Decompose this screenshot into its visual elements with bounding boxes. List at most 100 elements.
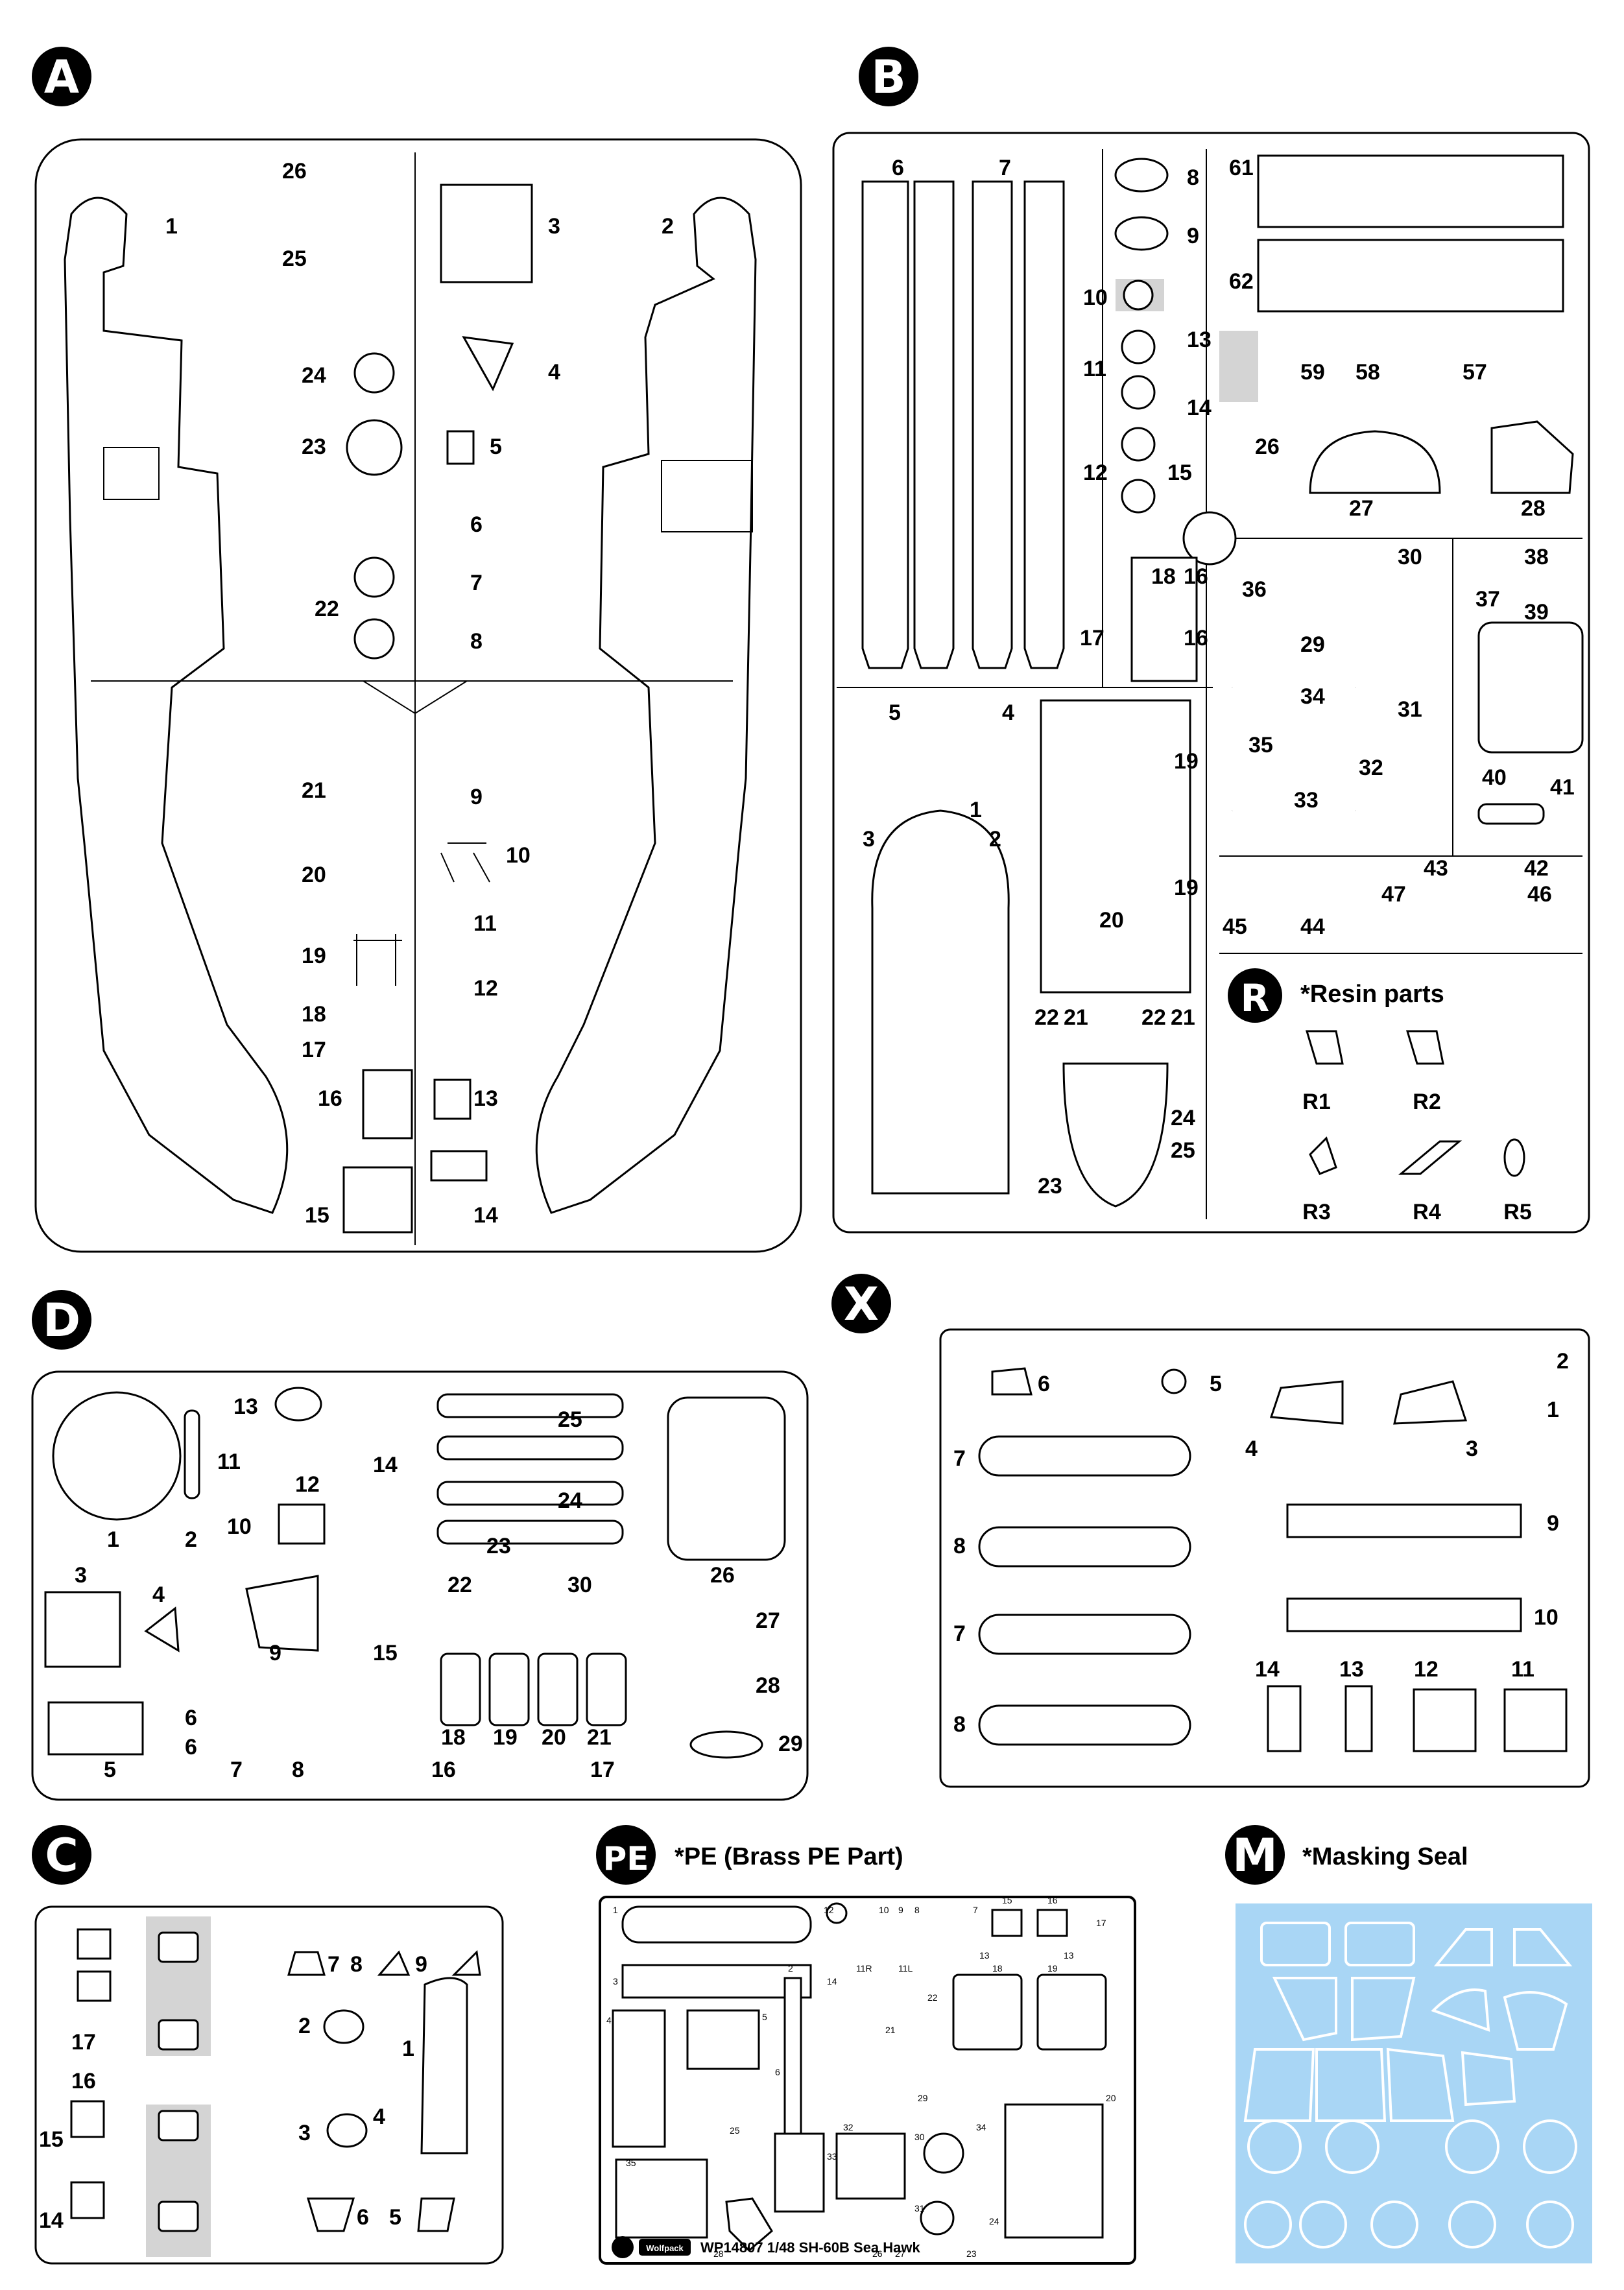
pe-label-24: 24 xyxy=(989,2216,999,2226)
label-c5: 5 xyxy=(389,2205,401,2230)
label-b16a: 16 xyxy=(1184,564,1208,589)
sprue-a-badge-letter: A xyxy=(44,51,79,104)
label-r1: R1 xyxy=(1302,1090,1330,1114)
part-c-box-a xyxy=(77,1928,112,1960)
part-a4 xyxy=(462,336,514,392)
part-b9 xyxy=(1114,216,1169,251)
label-b16b: 16 xyxy=(1184,626,1208,650)
label-c7: 7 xyxy=(328,1952,340,1977)
part-b7-blade xyxy=(972,180,1013,669)
label-b19a: 19 xyxy=(1174,749,1199,774)
label-b22a: 22 xyxy=(1034,1005,1059,1030)
label-a17: 17 xyxy=(302,1038,326,1062)
label-d22: 22 xyxy=(448,1573,472,1597)
pe-part-16 xyxy=(1036,1909,1068,1937)
label-b17: 17 xyxy=(1080,626,1105,650)
pe-label-4: 4 xyxy=(606,2015,612,2025)
pe-part-2 xyxy=(783,1977,802,2141)
mask-cell-2 xyxy=(1344,1922,1415,1966)
pe-part-35 xyxy=(615,2158,708,2239)
sprue-a-badge xyxy=(32,47,91,106)
part-a23 xyxy=(346,419,403,476)
label-c9: 9 xyxy=(415,1952,427,1977)
label-c6: 6 xyxy=(357,2205,369,2230)
label-b62: 62 xyxy=(1229,269,1254,294)
part-d26 xyxy=(667,1396,786,1561)
label-b12: 12 xyxy=(1083,460,1108,485)
label-b25: 25 xyxy=(1171,1138,1195,1163)
label-b26: 26 xyxy=(1255,435,1280,459)
label-c3: 3 xyxy=(298,2121,311,2145)
mask-wheel-1 xyxy=(1247,2119,1302,2174)
pe-part-32 xyxy=(835,2132,906,2200)
label-b47: 47 xyxy=(1381,882,1406,907)
resin-badge xyxy=(1228,968,1282,1023)
pe-label-15: 15 xyxy=(1002,1895,1012,1905)
pe-fret-logo-mark xyxy=(612,2236,634,2258)
part-x8-a xyxy=(978,1526,1191,1568)
part-b20 xyxy=(1040,699,1191,994)
pe-part-1 xyxy=(621,1905,812,1944)
label-a20: 20 xyxy=(302,863,326,887)
label-d20: 20 xyxy=(542,1725,566,1750)
label-b58: 58 xyxy=(1355,360,1380,385)
sprue-a-runner xyxy=(91,152,733,1245)
label-d9: 9 xyxy=(269,1641,281,1665)
part-r5 xyxy=(1503,1138,1525,1177)
part-a19 xyxy=(353,934,402,986)
part-a24 xyxy=(353,352,395,394)
label-c2: 2 xyxy=(298,2014,311,2038)
pe-label-8: 8 xyxy=(914,1905,920,1915)
label-b41: 41 xyxy=(1550,775,1575,800)
part-c15 xyxy=(70,2100,105,2138)
pe-label-26: 26 xyxy=(872,2248,883,2259)
mask-cell-1 xyxy=(1260,1922,1331,1966)
label-b14: 14 xyxy=(1187,396,1212,420)
label-b2: 2 xyxy=(989,827,1001,852)
part-a15 xyxy=(342,1166,413,1234)
mask-cell-6 xyxy=(1351,1977,1416,2042)
pe-label-1: 1 xyxy=(613,1905,618,1915)
label-b18: 18 xyxy=(1151,564,1176,589)
panel-window-right xyxy=(661,460,753,532)
label-a25: 25 xyxy=(282,246,307,271)
part-b61 xyxy=(1257,154,1564,228)
pe-label-20: 20 xyxy=(1106,2093,1116,2103)
label-b35: 35 xyxy=(1248,733,1273,757)
part-b7-blade-b xyxy=(1023,180,1065,669)
pe-label-27: 27 xyxy=(895,2248,905,2259)
pe-label-13a: 13 xyxy=(979,1950,990,1961)
label-a22: 22 xyxy=(315,597,339,621)
label-b6: 6 xyxy=(892,156,904,180)
label-a7: 7 xyxy=(470,571,483,595)
pe-label-7: 7 xyxy=(973,1905,978,1915)
masking-seal: M *Masking Seal xyxy=(1225,1825,1592,2263)
label-x7b: 7 xyxy=(953,1621,966,1646)
part-c6 xyxy=(306,2197,355,2232)
part-d24-b xyxy=(436,1520,624,1545)
pe-part-19 xyxy=(1036,1974,1107,2051)
part-a16 xyxy=(362,1069,413,1139)
part-b12-a xyxy=(1121,427,1156,462)
label-a12: 12 xyxy=(473,976,498,1001)
label-b24: 24 xyxy=(1171,1106,1195,1130)
part-d2 xyxy=(184,1409,200,1499)
mask-wheel-2 xyxy=(1325,2119,1379,2174)
part-c2 xyxy=(323,2009,364,2044)
label-b11: 11 xyxy=(1083,357,1106,381)
label-b21a: 21 xyxy=(1064,1005,1088,1030)
label-x4: 4 xyxy=(1245,1437,1258,1461)
mask-wheel-8 xyxy=(1448,2201,1496,2248)
label-b39: 39 xyxy=(1524,600,1549,625)
part-b27 xyxy=(1309,430,1441,494)
pe-footer: WP14807 1/48 SH-60B Sea Hawk xyxy=(700,2239,921,2256)
part-x9 xyxy=(1286,1503,1522,1538)
part-c14 xyxy=(70,2181,105,2219)
part-d18 xyxy=(440,1652,481,1726)
label-a23: 23 xyxy=(302,435,326,459)
part-b1-floor xyxy=(871,809,1010,1195)
mask-badge xyxy=(1225,1825,1285,1885)
pe-part-31 xyxy=(920,2201,955,2236)
pe-label-13b: 13 xyxy=(1064,1950,1074,1961)
label-a19: 19 xyxy=(302,944,326,968)
